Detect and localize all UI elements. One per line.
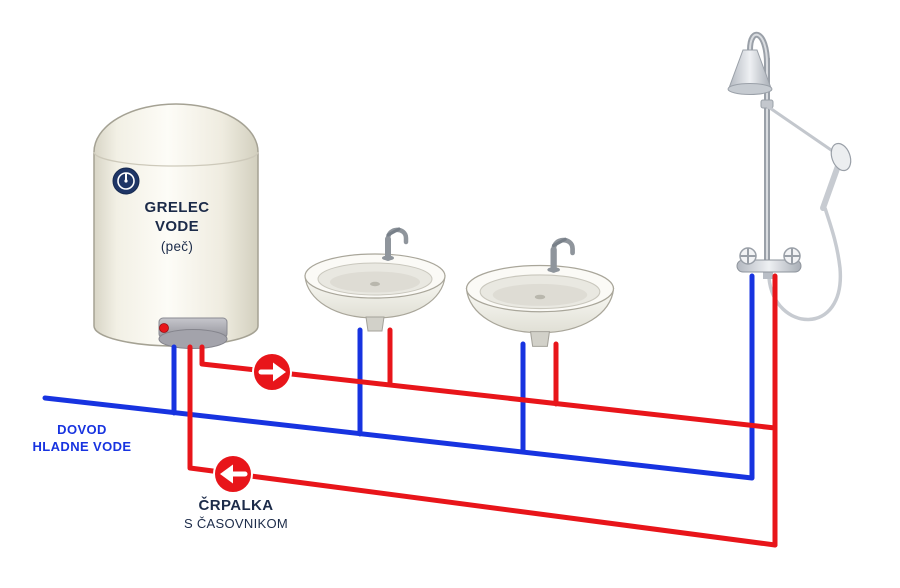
shower-wall-bracket [760, 99, 774, 109]
sink-1-faucet [382, 227, 409, 261]
mixer-outlet-stub [763, 271, 773, 279]
cold-supply-label: DOVOD HLADNE VODE [32, 422, 131, 454]
heater-label-line1: GRELEC [145, 199, 210, 216]
sink-2-faucet [547, 237, 575, 273]
shower-hose [767, 207, 842, 322]
arrow-right-icon [258, 362, 286, 382]
heater-indicator-light [159, 323, 169, 333]
pump-label-line1: ČRPALKA [198, 496, 273, 514]
shower-gooseneck-highlight [749, 33, 768, 65]
water-heater: GRELEC VODE (peč) [93, 103, 259, 349]
pump-label: ČRPALKA S ČASOVNIKOM [184, 496, 288, 531]
pump-flow-badge [213, 454, 253, 494]
heater-label-line2: VODE [155, 218, 199, 235]
handheld-shower [820, 142, 852, 211]
mixer-valve-left [739, 247, 757, 265]
arrow-left-icon [220, 464, 248, 484]
thermostat-dial-icon [112, 167, 140, 195]
pump-label-line2: S ČASOVNIKOM [184, 516, 288, 531]
supply-flow-badge [252, 352, 292, 392]
sink-1-drain-stub [365, 316, 385, 332]
shower [727, 31, 852, 322]
sink-1-drain-hole [370, 281, 380, 287]
heater-dome-seam [93, 151, 259, 167]
heater-bottom-cap [158, 317, 228, 349]
sink-2 [465, 237, 615, 347]
handshower-holder-arm [766, 104, 835, 154]
hot-return-pipe [187, 344, 778, 548]
sink-2-drain-stub [529, 331, 551, 347]
sink-2-drain-hole [534, 294, 546, 300]
cold-supply-label-line2: HLADNE VODE [32, 439, 131, 454]
sink-1 [304, 227, 446, 332]
heater-label-line3: (peč) [161, 239, 193, 254]
hot-supply-pipe [199, 273, 778, 548]
mixer-valve-right [783, 247, 801, 265]
cold-supply-label-line1: DOVOD [57, 422, 107, 437]
shower-head-face [727, 83, 773, 95]
